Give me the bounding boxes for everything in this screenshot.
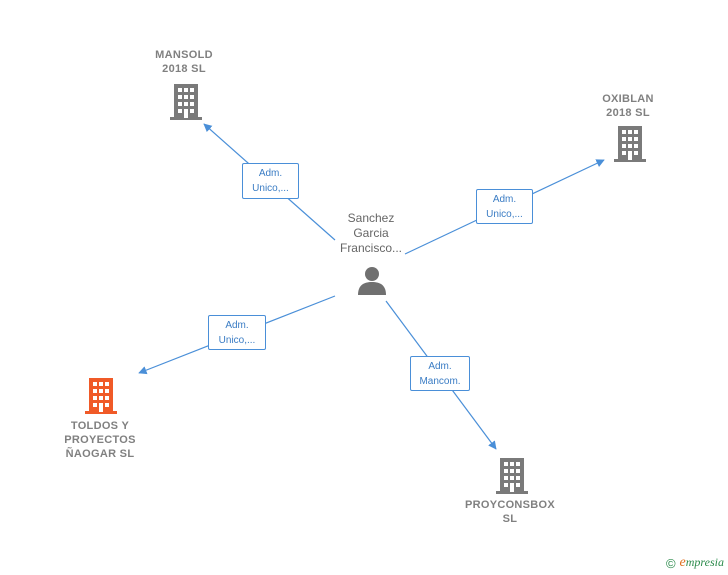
copyright-symbol: © [665, 555, 676, 571]
edge-label-toldos[interactable]: Adm. Unico,... [208, 315, 266, 350]
brand-name: mpresia [685, 555, 724, 569]
brand-logo: © empresia [666, 555, 724, 571]
edge-label-proyconsbox[interactable]: Adm. Mancom. [410, 356, 470, 391]
company-name-toldos[interactable]: TOLDOS Y PROYECTOS ÑAOGAR SL [64, 420, 136, 460]
company-name-oxiblan[interactable]: OXIBLAN 2018 SL [602, 93, 654, 119]
company-name-proyconsbox[interactable]: PROYCONSBOX SL [464, 499, 556, 525]
brand-initial: e [679, 555, 686, 570]
building-icon[interactable] [495, 458, 529, 494]
building-icon[interactable] [169, 84, 203, 120]
person-icon[interactable] [356, 264, 388, 296]
building-icon[interactable] [613, 126, 647, 162]
edge-label-oxiblan[interactable]: Adm. Unico,... [476, 189, 533, 224]
person-name[interactable]: Sanchez Garcia Francisco... [339, 211, 402, 255]
building-icon[interactable] [84, 378, 118, 414]
company-name-mansold[interactable]: MANSOLD 2018 SL [155, 49, 213, 75]
edge-label-mansold[interactable]: Adm. Unico,... [242, 163, 299, 199]
